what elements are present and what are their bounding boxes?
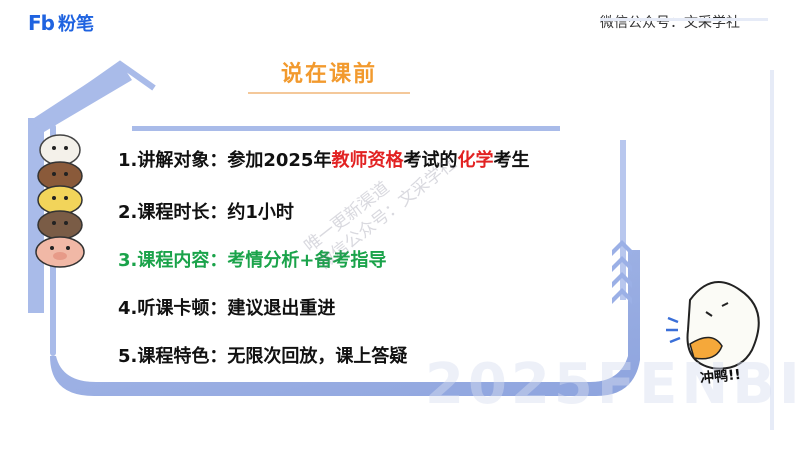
list-item-audience: 1.讲解对象：参加2025年教师资格考试的化学考生 [118,150,530,171]
list-item-features: 5.课程特色：无限次回放，课上答疑 [118,346,408,367]
list-item-lag-tip: 4.听课卡顿：建议退出重进 [118,298,336,319]
slide-title: 说在课前 [248,56,410,94]
slide-title-text: 说在课前 [280,62,377,87]
list-item-content: 3.课程内容：考情分析+备考指导 [118,250,387,271]
brand-logo: Fb 粉笔 [28,10,94,36]
background-watermark-text: 2025FENBI [425,352,800,417]
title-underline [248,92,410,94]
logo-text: 粉笔 [57,14,94,35]
sticker-caption: 冲鸭!! [699,366,742,388]
logo-badge: Fb [28,11,55,35]
duck-sticker [666,281,760,370]
list-item-duration: 2.课程时长：约1小时 [118,202,294,223]
animal-stack-sticker [35,134,85,268]
